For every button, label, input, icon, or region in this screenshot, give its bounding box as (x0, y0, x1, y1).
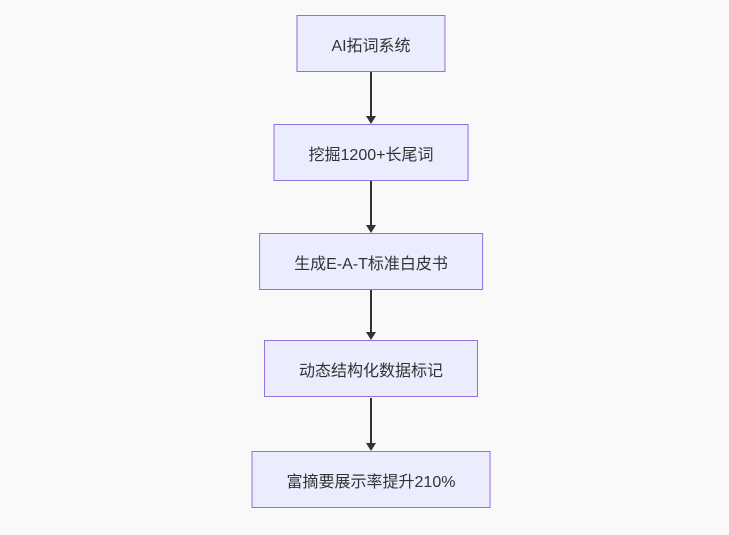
arrowhead-icon (366, 116, 376, 124)
flow-node-eat-whitepaper: 生成E-A-T标准白皮书 (259, 233, 483, 290)
flow-node-structured-data-markup: 动态结构化数据标记 (263, 340, 479, 397)
arrow-line (370, 72, 372, 116)
flow-node-label: 动态结构化数据标记 (298, 362, 444, 380)
flow-arrow-3 (366, 290, 376, 340)
flow-node-rich-snippet-uplift: 富摘要展示率提升210% (251, 451, 491, 508)
flow-node-longtail-mining: 挖掘1200+长尾词 (273, 124, 469, 181)
arrow-line (370, 398, 372, 443)
arrowhead-icon (366, 443, 376, 451)
arrowhead-icon (366, 332, 376, 340)
flow-arrow-4 (366, 398, 376, 451)
flow-arrow-2 (366, 181, 376, 233)
arrow-line (370, 181, 372, 225)
flow-node-label: AI拓词系统 (331, 37, 411, 55)
flow-node-label: 生成E-A-T标准白皮书 (294, 255, 448, 273)
flow-node-ai-keyword-system: AI拓词系统 (296, 15, 446, 72)
arrowhead-icon (366, 225, 376, 233)
flow-node-label: 挖掘1200+长尾词 (308, 146, 434, 164)
arrow-line (370, 290, 372, 332)
flow-arrow-1 (366, 72, 376, 124)
flow-node-label: 富摘要展示率提升210% (286, 473, 456, 491)
